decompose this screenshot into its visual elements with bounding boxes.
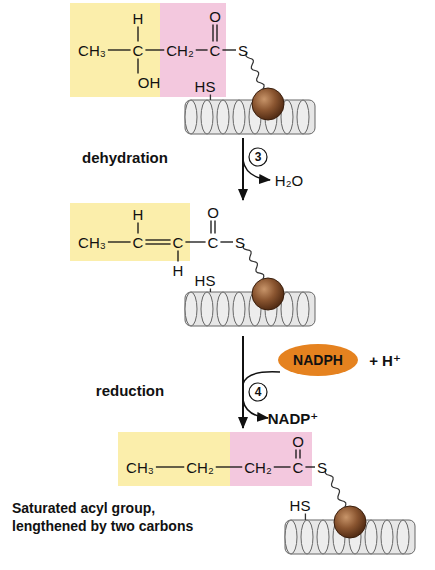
thiol-bond xyxy=(305,514,306,521)
cofactor-label: NADP⁺ xyxy=(268,411,318,426)
chemical-bond xyxy=(108,49,131,50)
chemical-bond xyxy=(137,223,138,234)
atom: CH₂ xyxy=(244,460,272,475)
cylinder-disc xyxy=(233,292,245,326)
atom: C xyxy=(210,43,221,58)
chemical-bond xyxy=(137,59,138,74)
atom: C xyxy=(293,460,304,475)
chemical-bond xyxy=(216,25,217,42)
enzyme-ball xyxy=(252,278,284,310)
cylinder-disc xyxy=(201,292,213,326)
atom: H xyxy=(173,263,184,278)
enzyme-ball xyxy=(334,506,366,538)
cylinder-disc xyxy=(397,520,409,554)
callout-number: 3 xyxy=(255,151,262,163)
protein-cylinder xyxy=(185,100,315,134)
chemical-bond xyxy=(145,239,170,240)
atom: CH₂ xyxy=(186,460,214,475)
atom: C xyxy=(133,235,144,250)
branch-arrow xyxy=(243,400,268,418)
yellow-region xyxy=(118,432,230,486)
atom: CH₃ xyxy=(78,43,106,58)
thiol-bond xyxy=(210,95,211,101)
atom: H xyxy=(133,207,144,222)
chemical-bond xyxy=(222,49,236,50)
cylinder-disc xyxy=(365,520,377,554)
chemical-bond xyxy=(216,466,243,467)
thiol-label: HS xyxy=(195,273,216,288)
callout-number: 4 xyxy=(255,386,262,398)
chemical-bond xyxy=(156,466,184,467)
cofactor-name: NADPH xyxy=(293,352,343,368)
pink-region xyxy=(160,3,226,97)
cofactor-label: + H⁺ xyxy=(369,353,401,368)
cylinder-disc xyxy=(381,520,393,554)
chemical-bond xyxy=(274,466,291,467)
chemical-bond xyxy=(305,466,315,467)
atom: CH₃ xyxy=(126,460,154,475)
cylinder-disc xyxy=(297,100,309,134)
pink-region xyxy=(230,432,312,486)
atom: H xyxy=(133,11,144,26)
chemical-bond xyxy=(210,221,211,234)
atom: S xyxy=(317,460,327,475)
pantetheine-arm xyxy=(246,52,264,89)
callout-circle xyxy=(249,148,267,166)
chemical-bond xyxy=(212,25,213,42)
cofactor-ellipse: NADPH xyxy=(278,344,358,376)
cylinder-disc xyxy=(317,520,329,554)
atom: OH xyxy=(138,75,161,90)
branch-line xyxy=(243,372,280,384)
callout-circle xyxy=(249,383,267,401)
atom: CH₂ xyxy=(166,43,194,58)
atom: CH₃ xyxy=(78,235,106,250)
thiol-bond xyxy=(210,289,211,293)
chemical-bond xyxy=(299,450,300,459)
chemical-bond xyxy=(185,241,205,242)
atom: S xyxy=(238,43,248,58)
product-label: H₂O xyxy=(275,173,303,188)
caption: Saturated acyl group, lengthened by two … xyxy=(12,500,217,535)
chemical-bond xyxy=(108,241,131,242)
atom: S xyxy=(235,235,245,250)
chemical-bond xyxy=(137,27,138,42)
cylinder-disc xyxy=(301,520,313,554)
chemical-bond xyxy=(196,49,208,50)
thiol-label: HS xyxy=(195,79,216,94)
atom: O xyxy=(209,9,221,24)
atom: O xyxy=(207,205,219,220)
cylinder-disc xyxy=(185,100,197,134)
yellow-region xyxy=(70,203,190,261)
protein-cylinder xyxy=(185,292,315,326)
chemical-bond xyxy=(214,221,215,234)
cylinder-disc xyxy=(285,520,297,554)
chemical-bond xyxy=(220,241,233,242)
pantetheine-arm xyxy=(325,469,346,507)
thiol-label: HS xyxy=(290,498,311,513)
atom: C xyxy=(173,235,184,250)
chemical-bond xyxy=(295,450,296,459)
pantetheine-arm xyxy=(243,244,264,279)
cylinder-disc xyxy=(233,100,245,134)
step-name: dehydration xyxy=(82,150,168,165)
chemical-bond xyxy=(177,251,178,262)
cylinder-disc xyxy=(297,292,309,326)
atom: C xyxy=(133,43,144,58)
chemical-bond xyxy=(145,243,170,244)
atom: C xyxy=(208,235,219,250)
reaction-arrow xyxy=(242,138,244,200)
cylinder-disc xyxy=(217,100,229,134)
enzyme-ball xyxy=(252,88,284,120)
atom: O xyxy=(292,434,304,449)
cylinder-disc xyxy=(201,100,213,134)
chemical-bond xyxy=(145,49,164,50)
step-name: reduction xyxy=(96,383,164,398)
cylinder-disc xyxy=(185,292,197,326)
cylinder-disc xyxy=(217,292,229,326)
